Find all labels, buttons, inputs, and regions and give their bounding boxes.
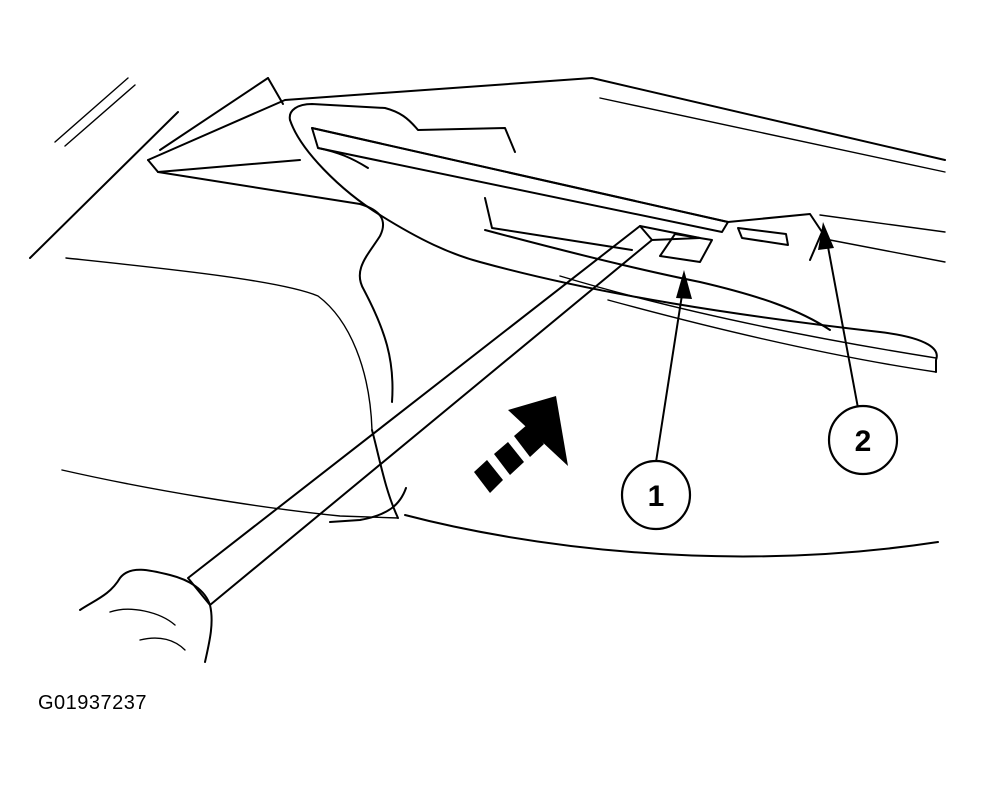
panel-edge-lines [29,77,284,259]
direction-arrow-icon [474,396,568,493]
callout-2: 2 [818,222,899,476]
trim-cover [288,103,938,373]
callout-2-label: 2 [855,425,872,458]
figure-id: G01937237 [38,692,148,714]
screwdriver [79,225,701,663]
callout-1: 1 [620,270,692,531]
trim-panel [61,77,946,558]
callout-1-label: 1 [648,480,665,513]
